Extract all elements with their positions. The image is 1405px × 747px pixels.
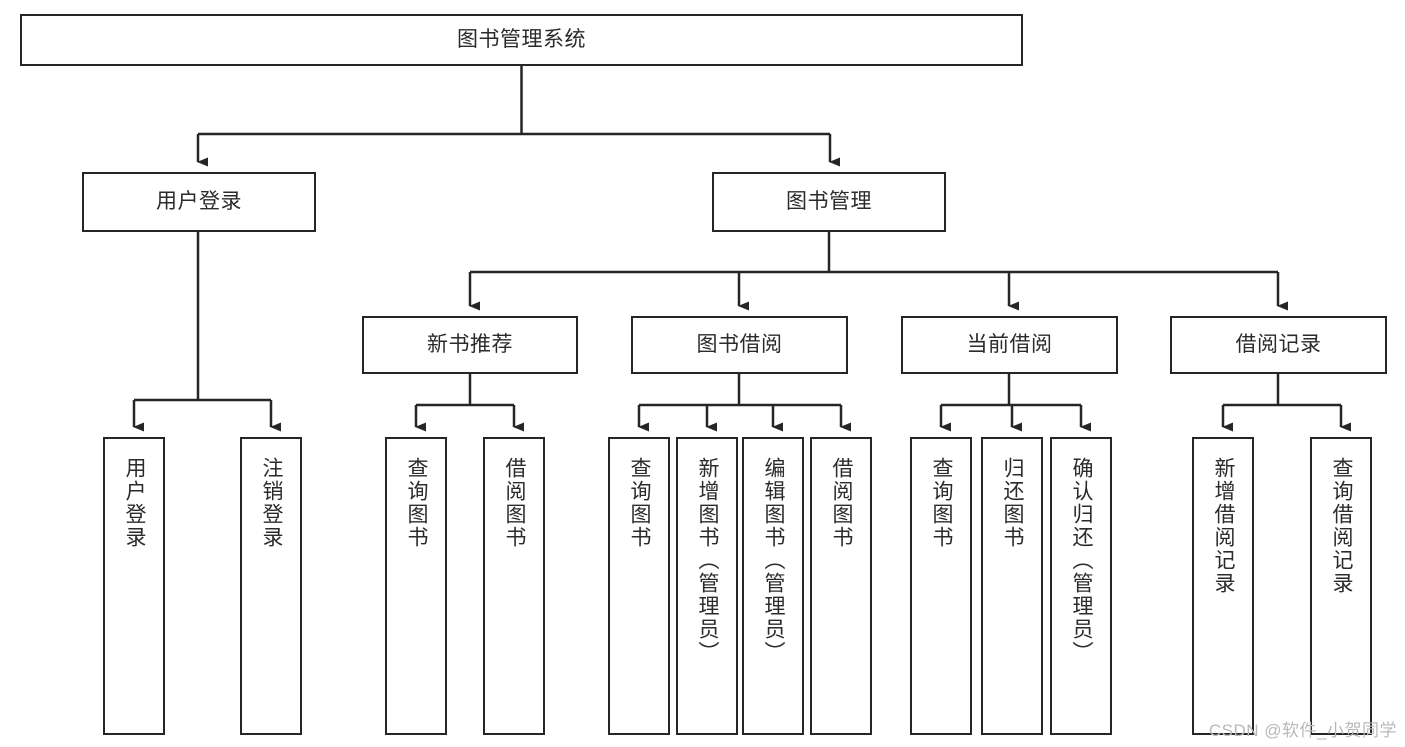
node-leaf-add-book-label: 新增图书（管理员） [696, 457, 720, 664]
node-leaf-query-book-3[interactable]: 查询图书 [910, 437, 972, 735]
node-current-borrow[interactable]: 当前借阅 [901, 316, 1118, 374]
node-leaf-confirm-return-label: 确认归还（管理员） [1070, 457, 1094, 664]
node-book-manage[interactable]: 图书管理 [712, 172, 946, 232]
node-leaf-return-book[interactable]: 归还图书 [981, 437, 1043, 735]
node-user-login-label: 用户登录 [156, 189, 242, 213]
node-leaf-borrow-book-1-label: 借阅图书 [503, 457, 527, 549]
node-leaf-add-book[interactable]: 新增图书（管理员） [676, 437, 738, 735]
node-leaf-edit-book-label: 编辑图书（管理员） [762, 457, 786, 664]
node-root-label: 图书管理系统 [457, 27, 586, 51]
node-root[interactable]: 图书管理系统 [20, 14, 1023, 66]
node-leaf-edit-book[interactable]: 编辑图书（管理员） [742, 437, 804, 735]
node-new-book-recommend[interactable]: 新书推荐 [362, 316, 578, 374]
node-leaf-user-login-label: 用户登录 [123, 457, 147, 549]
node-leaf-query-record-label: 查询借阅记录 [1330, 457, 1354, 595]
node-leaf-query-book-1-label: 查询图书 [405, 457, 429, 549]
node-leaf-query-book-1[interactable]: 查询图书 [385, 437, 447, 735]
node-new-book-recommend-label: 新书推荐 [427, 332, 513, 356]
node-book-manage-label: 图书管理 [786, 189, 872, 213]
node-leaf-query-book-2-label: 查询图书 [628, 457, 652, 549]
node-leaf-add-record-label: 新增借阅记录 [1212, 457, 1236, 595]
node-leaf-add-record[interactable]: 新增借阅记录 [1192, 437, 1254, 735]
node-leaf-borrow-book-2-label: 借阅图书 [830, 457, 854, 549]
node-leaf-user-logout[interactable]: 注销登录 [240, 437, 302, 735]
node-leaf-user-logout-label: 注销登录 [260, 457, 284, 549]
node-book-borrow[interactable]: 图书借阅 [631, 316, 848, 374]
node-leaf-return-book-label: 归还图书 [1001, 457, 1025, 549]
node-leaf-query-book-2[interactable]: 查询图书 [608, 437, 670, 735]
node-borrow-record-label: 借阅记录 [1235, 332, 1322, 356]
node-borrow-record[interactable]: 借阅记录 [1170, 316, 1387, 374]
node-current-borrow-label: 当前借阅 [966, 332, 1053, 356]
node-leaf-confirm-return[interactable]: 确认归还（管理员） [1050, 437, 1112, 735]
node-leaf-query-book-3-label: 查询图书 [930, 457, 954, 549]
node-book-borrow-label: 图书借阅 [696, 332, 783, 356]
node-leaf-borrow-book-1[interactable]: 借阅图书 [483, 437, 545, 735]
node-leaf-query-record[interactable]: 查询借阅记录 [1310, 437, 1372, 735]
node-user-login[interactable]: 用户登录 [82, 172, 316, 232]
node-leaf-user-login[interactable]: 用户登录 [103, 437, 165, 735]
node-leaf-borrow-book-2[interactable]: 借阅图书 [810, 437, 872, 735]
